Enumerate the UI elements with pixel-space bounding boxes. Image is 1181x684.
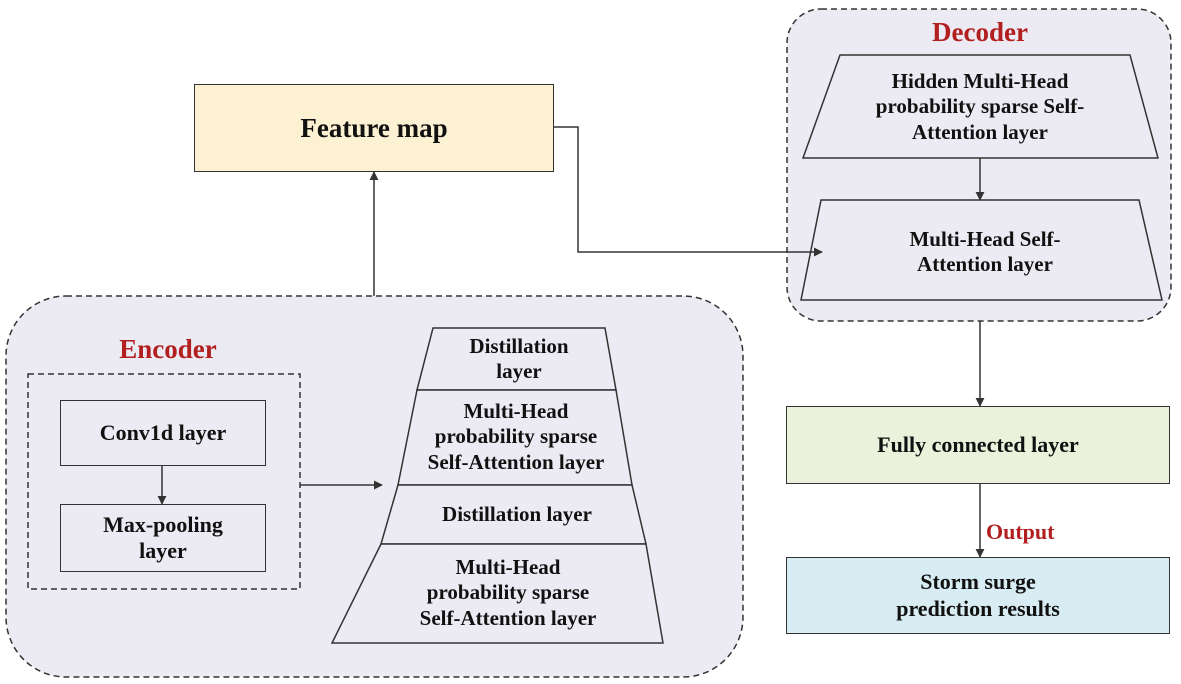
storm-surge-result-box: Storm surge prediction results bbox=[786, 557, 1170, 634]
feature-map-label: Feature map bbox=[300, 112, 448, 143]
max-pooling-label: Max-pooling layer bbox=[103, 511, 223, 563]
decoder-mhsa-trapezoid bbox=[800, 199, 1163, 301]
output-label: Output bbox=[986, 518, 1055, 544]
pyramid-attention-bottom bbox=[330, 543, 664, 644]
encoder-title: Encoder bbox=[119, 333, 217, 364]
conv1d-label: Conv1d layer bbox=[99, 419, 227, 445]
feature-map-to-decoder-arrow bbox=[554, 126, 823, 257]
fully-connected-box: Fully connected layer bbox=[786, 406, 1170, 484]
decoder-mhsa-label: Multi-Head Self- Attention layer bbox=[909, 226, 1061, 276]
decoder-hidden-trapezoid bbox=[801, 54, 1159, 159]
feature-map-box: Feature map bbox=[194, 84, 554, 172]
decoder-title: Decoder bbox=[932, 16, 1028, 47]
fully-connected-label: Fully connected layer bbox=[877, 431, 1079, 457]
conv1d-box: Conv1d layer bbox=[60, 400, 266, 466]
storm-surge-result-label: Storm surge prediction results bbox=[896, 569, 1060, 621]
pyramid-label-3: Distillation layer bbox=[442, 502, 592, 527]
pyramid-label-2: Multi-Head probability sparse Self-Atten… bbox=[427, 399, 605, 474]
pyramid-label-4: Multi-Head probability sparse Self-Atten… bbox=[419, 555, 597, 630]
encoder-input-group bbox=[27, 373, 301, 590]
pyramid-label-1: Distillation layer bbox=[469, 333, 569, 383]
decoder-hidden-label: Hidden Multi-Head probability sparse Sel… bbox=[875, 69, 1085, 144]
max-pooling-box: Max-pooling layer bbox=[60, 504, 266, 572]
